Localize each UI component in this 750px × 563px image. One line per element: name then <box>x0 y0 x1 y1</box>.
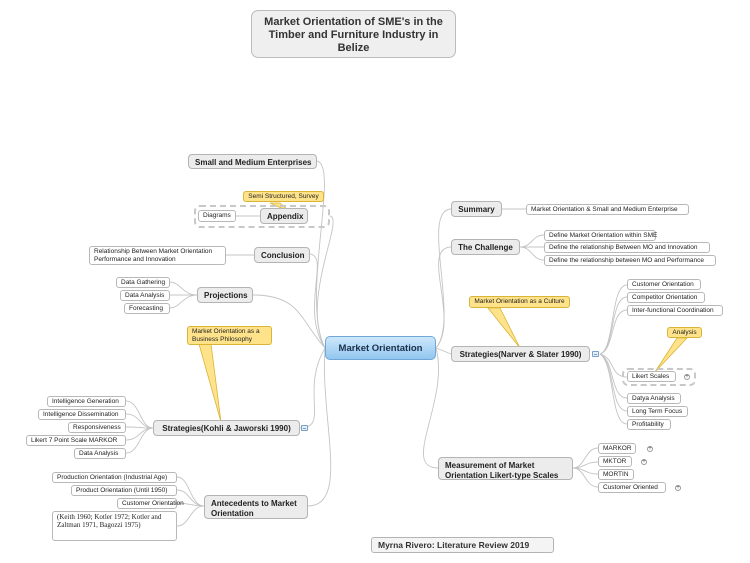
leaf-define-mo-performance[interactable]: Define the relationship between MO and P… <box>544 255 716 266</box>
appendix-group-frame <box>194 205 330 228</box>
expand-markor[interactable]: + <box>647 446 653 452</box>
leaf-competitor-orientation[interactable]: Competitor Orientation <box>627 292 705 303</box>
note-analysis[interactable]: Analysis <box>667 327 702 338</box>
map-title[interactable]: Market Orientation of SME's in the Timbe… <box>251 10 456 58</box>
leaf-citation-keith-kotler[interactable]: (Keith 1960; Kotler 1972; Kotler and Zal… <box>52 511 177 541</box>
expand-customer-oriented[interactable]: + <box>675 485 681 491</box>
leaf-mo-sme[interactable]: Market Orientation & Small and Medium En… <box>526 204 689 215</box>
leaf-likert-scales[interactable]: Likert Scales <box>627 371 676 382</box>
expand-mktor[interactable]: + <box>641 459 647 465</box>
leaf-define-mo-innovation[interactable]: Define the relationship Between MO and I… <box>544 242 710 253</box>
leaf-profitability[interactable]: Profitability <box>627 419 671 430</box>
leaf-likert-7-point-markor[interactable]: Likert 7 Point Scale MARKOR <box>26 435 126 446</box>
note-semi-structured-survey[interactable]: Semi Structured, Survey <box>243 191 324 202</box>
topic-appendix[interactable]: Appendix <box>260 208 308 224</box>
leaf-customer-oriented[interactable]: Customer Oriented <box>598 482 666 493</box>
leaf-intelligence-generation[interactable]: Intelligence Generation <box>47 396 126 407</box>
central-topic[interactable]: Market Orientation <box>325 336 436 360</box>
topic-the-challenge[interactable]: The Challenge <box>451 239 520 255</box>
leaf-mktor[interactable]: MKTOR <box>598 456 632 467</box>
leaf-product-orientation[interactable]: Product Orientation (Until 1950) <box>71 485 177 496</box>
leaf-diagrams[interactable]: Diagrams <box>198 210 236 222</box>
leaf-customer-orientation-right[interactable]: Customer Orientation <box>627 279 701 290</box>
leaf-inter-functional-coordination[interactable]: Inter-functional Coordination <box>627 305 723 316</box>
leaf-responsiveness[interactable]: Responsiveness <box>68 422 126 433</box>
leaf-datya-analysis[interactable]: Datya Analysis <box>627 393 681 404</box>
topic-strategies-narver-slater[interactable]: Strategies(Narver & Slater 1990) <box>451 346 590 362</box>
leaf-forecasting[interactable]: Forecasting <box>124 303 170 314</box>
topic-summary[interactable]: Summary <box>451 201 502 217</box>
leaf-long-term-focus[interactable]: Long Term Focus <box>627 406 688 417</box>
callout-pointers <box>198 202 688 423</box>
leaf-production-orientation[interactable]: Production Orientation (Industrial Age) <box>52 472 177 483</box>
leaf-define-mo-sme[interactable]: Define Market Orientation within SME <box>544 230 657 241</box>
note-market-orientation-culture[interactable]: Market Orientation as a Culture <box>469 296 570 308</box>
leaf-data-gathering[interactable]: Data Gathering <box>116 277 170 288</box>
leaf-mortin[interactable]: MORTIN <box>598 469 634 480</box>
leaf-kohli-data-analysis[interactable]: Data Analysis <box>74 448 126 459</box>
leaf-markor[interactable]: MARKOR <box>598 443 636 454</box>
footer-author-label[interactable]: Myrna Rivero: Literature Review 2019 <box>371 537 554 553</box>
topic-strategies-kohli-jaworski[interactable]: Strategies(Kohli & Jaworski 1990) <box>153 420 300 436</box>
collapse-toggle-kohli[interactable] <box>301 425 308 431</box>
leaf-intelligence-dissemination[interactable]: Intelligence Dissemination <box>38 409 126 420</box>
topic-small-medium-enterprises[interactable]: Small and Medium Enterprises <box>188 154 317 169</box>
topic-antecedents[interactable]: Antecedents to Market Orientation <box>204 495 308 519</box>
topic-conclusion[interactable]: Conclusion <box>254 247 310 263</box>
collapse-toggle-narver[interactable] <box>592 351 599 357</box>
expand-likert-scales[interactable]: + <box>684 374 690 380</box>
topic-projections[interactable]: Projections <box>197 287 253 303</box>
note-business-philosophy[interactable]: Market Orientation as a Business Philoso… <box>187 326 272 345</box>
topic-measurement-likert-scales[interactable]: Measurement of Market Orientation Likert… <box>438 457 573 480</box>
leaf-data-analysis[interactable]: Data Analysis <box>120 290 170 301</box>
leaf-relationship-mo-performance-innovation[interactable]: Relationship Between Market Orientation … <box>89 246 226 265</box>
likert-group-frame <box>622 368 696 386</box>
leaf-customer-orientation-left[interactable]: Customer Orientation <box>117 498 184 509</box>
